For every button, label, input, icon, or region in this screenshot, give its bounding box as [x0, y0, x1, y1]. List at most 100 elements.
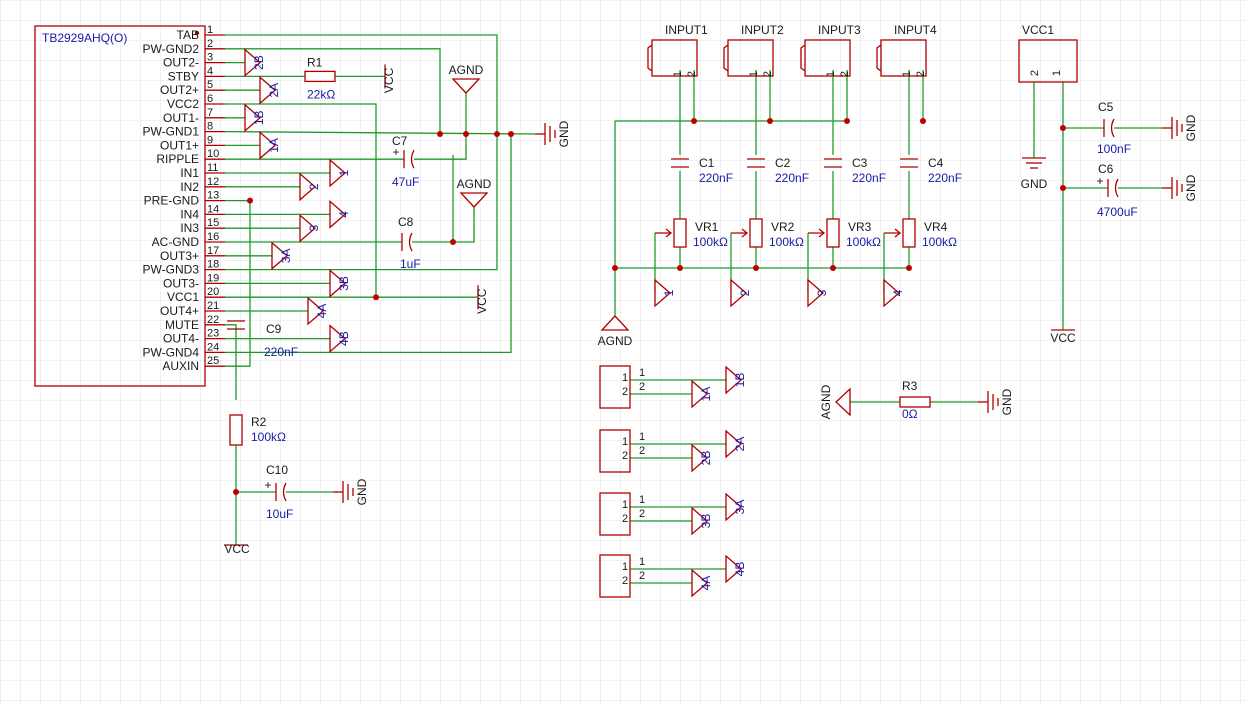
agnd-label: AGND: [457, 177, 492, 191]
gnd-label: GND: [355, 478, 369, 505]
c8-ref: C8: [398, 215, 414, 229]
gnd-label: GND: [1000, 388, 1014, 415]
input-cap-val: 220nF: [699, 171, 733, 185]
pin-name: AC-GND: [152, 235, 200, 249]
pin-number: 23: [207, 328, 219, 340]
c5-ref: C5: [1098, 100, 1114, 114]
chip-out-flag-label: 2A: [267, 83, 281, 98]
input-pot: [673, 218, 687, 248]
junction-dot: [1060, 125, 1066, 131]
output-connector-body: [599, 365, 631, 409]
input-connector-body: [804, 39, 851, 77]
input-pot: [749, 218, 763, 248]
c9-val: 220nF: [264, 345, 298, 359]
pwgnd1-wire: [224, 130, 536, 135]
cap-polarity: +: [392, 145, 399, 159]
input-pin-2: 2: [762, 71, 774, 77]
input-flag: [654, 278, 671, 308]
pin-number: 19: [207, 272, 219, 284]
pin-number: 14: [207, 203, 219, 215]
input-connector-body: [651, 39, 698, 77]
output-flag-a: [691, 568, 708, 598]
junction-dot: [508, 131, 514, 137]
junction-dot: [830, 265, 836, 271]
pin-name: OUT3+: [160, 249, 199, 263]
agnd-left-symbol: [835, 387, 851, 417]
pot-wiper: [884, 228, 902, 238]
cap-polarity: +: [1096, 174, 1103, 188]
pin-name: OUT1+: [160, 138, 199, 152]
chip-in-flag: [299, 213, 316, 243]
vcc-connector-name: VCC1: [1022, 23, 1054, 37]
output-flag-a-label: 1A: [699, 387, 713, 402]
gnd-label: GND: [1184, 174, 1198, 201]
c8-wire: [412, 207, 475, 243]
resistor: [899, 396, 931, 408]
chip-in-flag-label: 1: [337, 169, 351, 176]
input-cap-val: 220nF: [775, 171, 809, 185]
chip-out-flag: [329, 268, 346, 298]
input-pot-val: 100kΩ: [922, 235, 957, 249]
input-flag: [883, 278, 900, 308]
output-pin-2-inner: 2: [622, 575, 628, 587]
input-pot: [902, 218, 916, 248]
pregnd-wire: [225, 199, 251, 367]
output-pin-1: 1: [639, 556, 645, 568]
c5-val: 100nF: [1097, 142, 1131, 156]
chip-out-flag-label: 3B: [337, 276, 351, 291]
agnd-symbol: [451, 78, 481, 94]
pin-number: 15: [207, 217, 219, 229]
output-connector-body: [599, 554, 631, 598]
chip-out-flag: [307, 296, 324, 326]
input-pin-1: 1: [825, 71, 837, 77]
input-cap-val: 220nF: [928, 171, 962, 185]
resistor: [304, 70, 336, 83]
pwgnd4-wire: [225, 134, 512, 354]
chip-out-flag-label: 4B: [337, 331, 351, 346]
output-flag-a-label: 3B: [699, 514, 713, 529]
chip-out-flag: [329, 324, 346, 354]
output-connector-body: [599, 492, 631, 536]
input-connector-lip: [647, 44, 653, 72]
output-pin-1-inner: 1: [622, 372, 628, 384]
pin-name: PRE-GND: [144, 194, 200, 208]
pin-name: IN1: [180, 166, 199, 180]
input-pin-1: 1: [748, 71, 760, 77]
input-pot-val: 100kΩ: [769, 235, 804, 249]
output-pin-1-inner: 1: [622, 436, 628, 448]
junction-dot: [612, 265, 618, 271]
junction-dot: [233, 489, 239, 495]
output-pin-2: 2: [639, 570, 645, 582]
input-flag-label: 4: [891, 289, 905, 296]
pin-number: 10: [207, 148, 219, 160]
input-connector-body: [880, 39, 927, 77]
chip-in-flag: [329, 158, 346, 188]
chip-out-flag: [271, 241, 288, 271]
mute-wire: [225, 324, 237, 400]
vcc2-rail: [225, 103, 377, 298]
output-flag-b: [725, 492, 742, 522]
pin-name: TAB: [177, 28, 199, 42]
input-cap-ref: C1: [699, 156, 715, 170]
r2-ref: R2: [251, 415, 267, 429]
vcc-connector-body: [1018, 39, 1078, 83]
input-pin-1: 1: [901, 71, 913, 77]
input-pin-2: 2: [686, 71, 698, 77]
chip-out-flag: [259, 75, 276, 105]
pin-number: 17: [207, 245, 219, 257]
input-pot-ref: VR4: [924, 220, 948, 234]
gnd-label: GND: [557, 120, 571, 147]
cap-plate: [410, 149, 415, 169]
input-pin-1: 1: [672, 71, 684, 77]
gnd-label: GND: [1184, 114, 1198, 141]
chip-out-flag: [244, 103, 261, 133]
junction-dot: [450, 239, 456, 245]
junction-dot: [920, 118, 926, 124]
chip-body: [34, 25, 206, 387]
pin-number: 12: [207, 176, 219, 188]
input-connector-name: INPUT1: [665, 23, 708, 37]
junction-dot: [767, 118, 773, 124]
output-pin-2-inner: 2: [622, 513, 628, 525]
output-pin-2: 2: [639, 445, 645, 457]
wire-layer: [224, 34, 1162, 584]
